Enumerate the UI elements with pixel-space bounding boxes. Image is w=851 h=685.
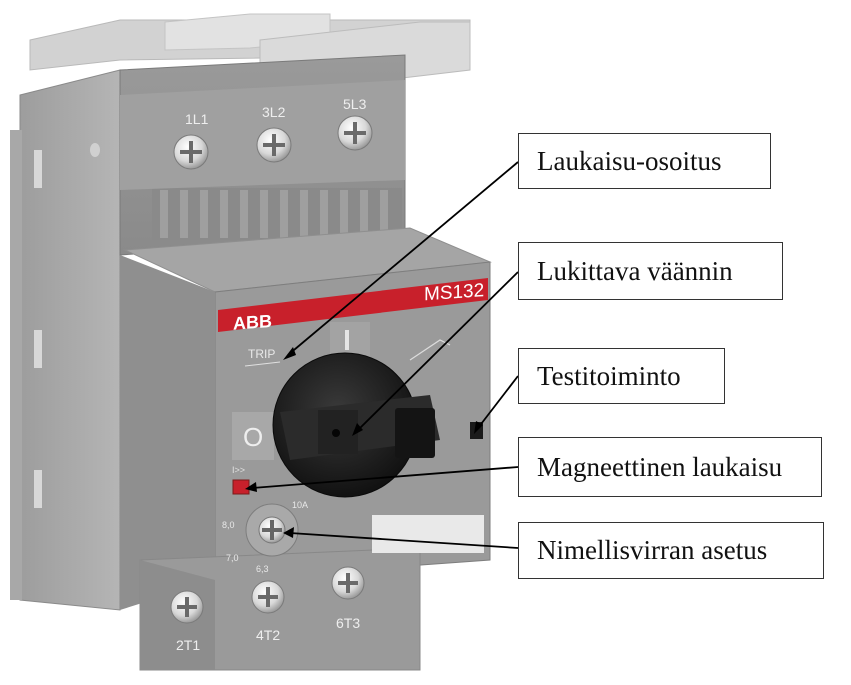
terminal-screw-icon[interactable] bbox=[337, 115, 373, 151]
top-terminals: 1L1 3L2 5L3 bbox=[173, 96, 373, 170]
terminal-screw-icon[interactable] bbox=[170, 590, 204, 624]
leader-line-test-function bbox=[477, 375, 519, 429]
dial-label-6-3: 6,3 bbox=[256, 564, 269, 574]
dial-label-10a: 10A bbox=[292, 500, 308, 510]
terminal-screw-icon[interactable] bbox=[173, 134, 209, 170]
current-setting-dial[interactable]: 10A 8,0 7,0 6,3 bbox=[222, 500, 308, 574]
dial-label-8: 8,0 bbox=[222, 520, 235, 530]
lock-hole-icon bbox=[332, 429, 340, 437]
magnetic-trip-indicator: I>> bbox=[232, 465, 250, 495]
off-symbol: O bbox=[243, 422, 263, 452]
terminal-label-3l2: 3L2 bbox=[262, 104, 286, 120]
leader-line-trip-indicator bbox=[287, 161, 519, 356]
trip-label: TRIP bbox=[248, 347, 275, 361]
callout-rated-current-setting: Nimellisvirran asetus bbox=[518, 522, 824, 579]
brand-stripe: ABB MS132 bbox=[218, 278, 488, 334]
terminal-screw-icon[interactable] bbox=[256, 127, 292, 163]
terminal-label-4t2: 4T2 bbox=[256, 627, 280, 643]
arrow-icon bbox=[474, 421, 483, 434]
callout-magnetic-trip: Magneettinen laukaisu bbox=[518, 437, 822, 497]
arrow-icon bbox=[283, 347, 296, 360]
callout-lockable-knob: Lukittava väännin bbox=[518, 242, 783, 300]
callout-label: Testitoiminto bbox=[537, 360, 681, 391]
terminal-label-1l1: 1L1 bbox=[185, 111, 209, 127]
leader-line-lockable-knob bbox=[357, 271, 519, 431]
leader-arrowheads bbox=[245, 347, 483, 538]
bottom-terminals: 2T1 4T2 6T3 bbox=[170, 566, 365, 653]
terminal-screw-icon[interactable] bbox=[251, 580, 285, 614]
magnetic-symbol: I>> bbox=[232, 465, 245, 475]
callout-label: Magneettinen laukaisu bbox=[537, 451, 783, 482]
arrow-icon bbox=[245, 482, 257, 492]
arrow-icon bbox=[283, 527, 294, 538]
callout-trip-indication: Laukaisu-osoitus bbox=[518, 133, 771, 189]
callout-label: Lukittava väännin bbox=[537, 255, 733, 286]
leader-lines bbox=[251, 161, 519, 549]
terminal-screw-icon[interactable] bbox=[331, 566, 365, 600]
terminal-label-5l3: 5L3 bbox=[343, 96, 367, 112]
model-label: MS132 bbox=[424, 280, 484, 305]
dial-label-7: 7,0 bbox=[226, 553, 239, 563]
callout-label: Laukaisu-osoitus bbox=[537, 145, 722, 176]
arrow-icon bbox=[352, 423, 363, 436]
leader-line-current-setting bbox=[289, 532, 519, 549]
brand-logo: ABB bbox=[233, 311, 272, 334]
terminal-label-6t3: 6T3 bbox=[336, 615, 360, 631]
housing-side bbox=[10, 69, 169, 611]
leader-line-magnetic-trip bbox=[251, 466, 519, 489]
callout-test-function: Testitoiminto bbox=[518, 348, 725, 404]
callout-label: Nimellisvirran asetus bbox=[537, 535, 768, 565]
terminal-label-2t1: 2T1 bbox=[176, 637, 200, 653]
